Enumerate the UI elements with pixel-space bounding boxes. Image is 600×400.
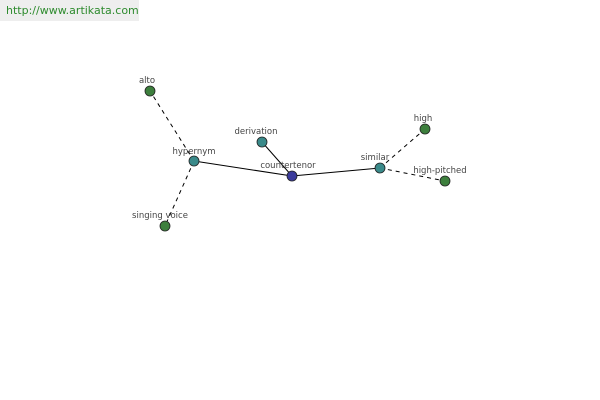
node-alto[interactable] (144, 85, 156, 97)
node-label-countertenor[interactable]: countertenor (260, 161, 316, 171)
node-singing-voice[interactable] (159, 220, 171, 232)
node-label-singing-voice[interactable]: singing voice (132, 211, 188, 221)
url-banner: http://www.artikata.com (0, 0, 139, 21)
node-high[interactable] (419, 123, 431, 135)
node-derivation[interactable] (256, 136, 268, 148)
node-label-alto[interactable]: alto (139, 76, 155, 86)
edge-countertenor-derivation (261, 141, 293, 177)
edge-similar-high-pitched (379, 167, 446, 182)
node-countertenor[interactable] (286, 170, 298, 182)
node-label-high-pitched[interactable]: high-pitched (413, 166, 466, 176)
node-label-similar[interactable]: similar (361, 153, 390, 163)
node-label-hypernym[interactable]: hypernym (172, 147, 215, 157)
edge-hypernym-singing-voice (164, 160, 195, 227)
site-url-link[interactable]: http://www.artikata.com (6, 4, 139, 17)
node-label-derivation[interactable]: derivation (234, 127, 277, 137)
edge-countertenor-hypernym (193, 160, 293, 177)
edge-hypernym-alto (149, 90, 195, 162)
edge-countertenor-similar (291, 167, 381, 177)
edge-similar-high (379, 128, 426, 169)
node-similar[interactable] (374, 162, 386, 174)
labels-layer: countertenor hypernym derivation similar alt… (132, 76, 467, 221)
edges-layer (149, 90, 446, 227)
node-hypernym[interactable] (188, 155, 200, 167)
node-label-high[interactable]: high (414, 114, 433, 124)
node-high-pitched[interactable] (439, 175, 451, 187)
nodes-layer (144, 85, 451, 232)
